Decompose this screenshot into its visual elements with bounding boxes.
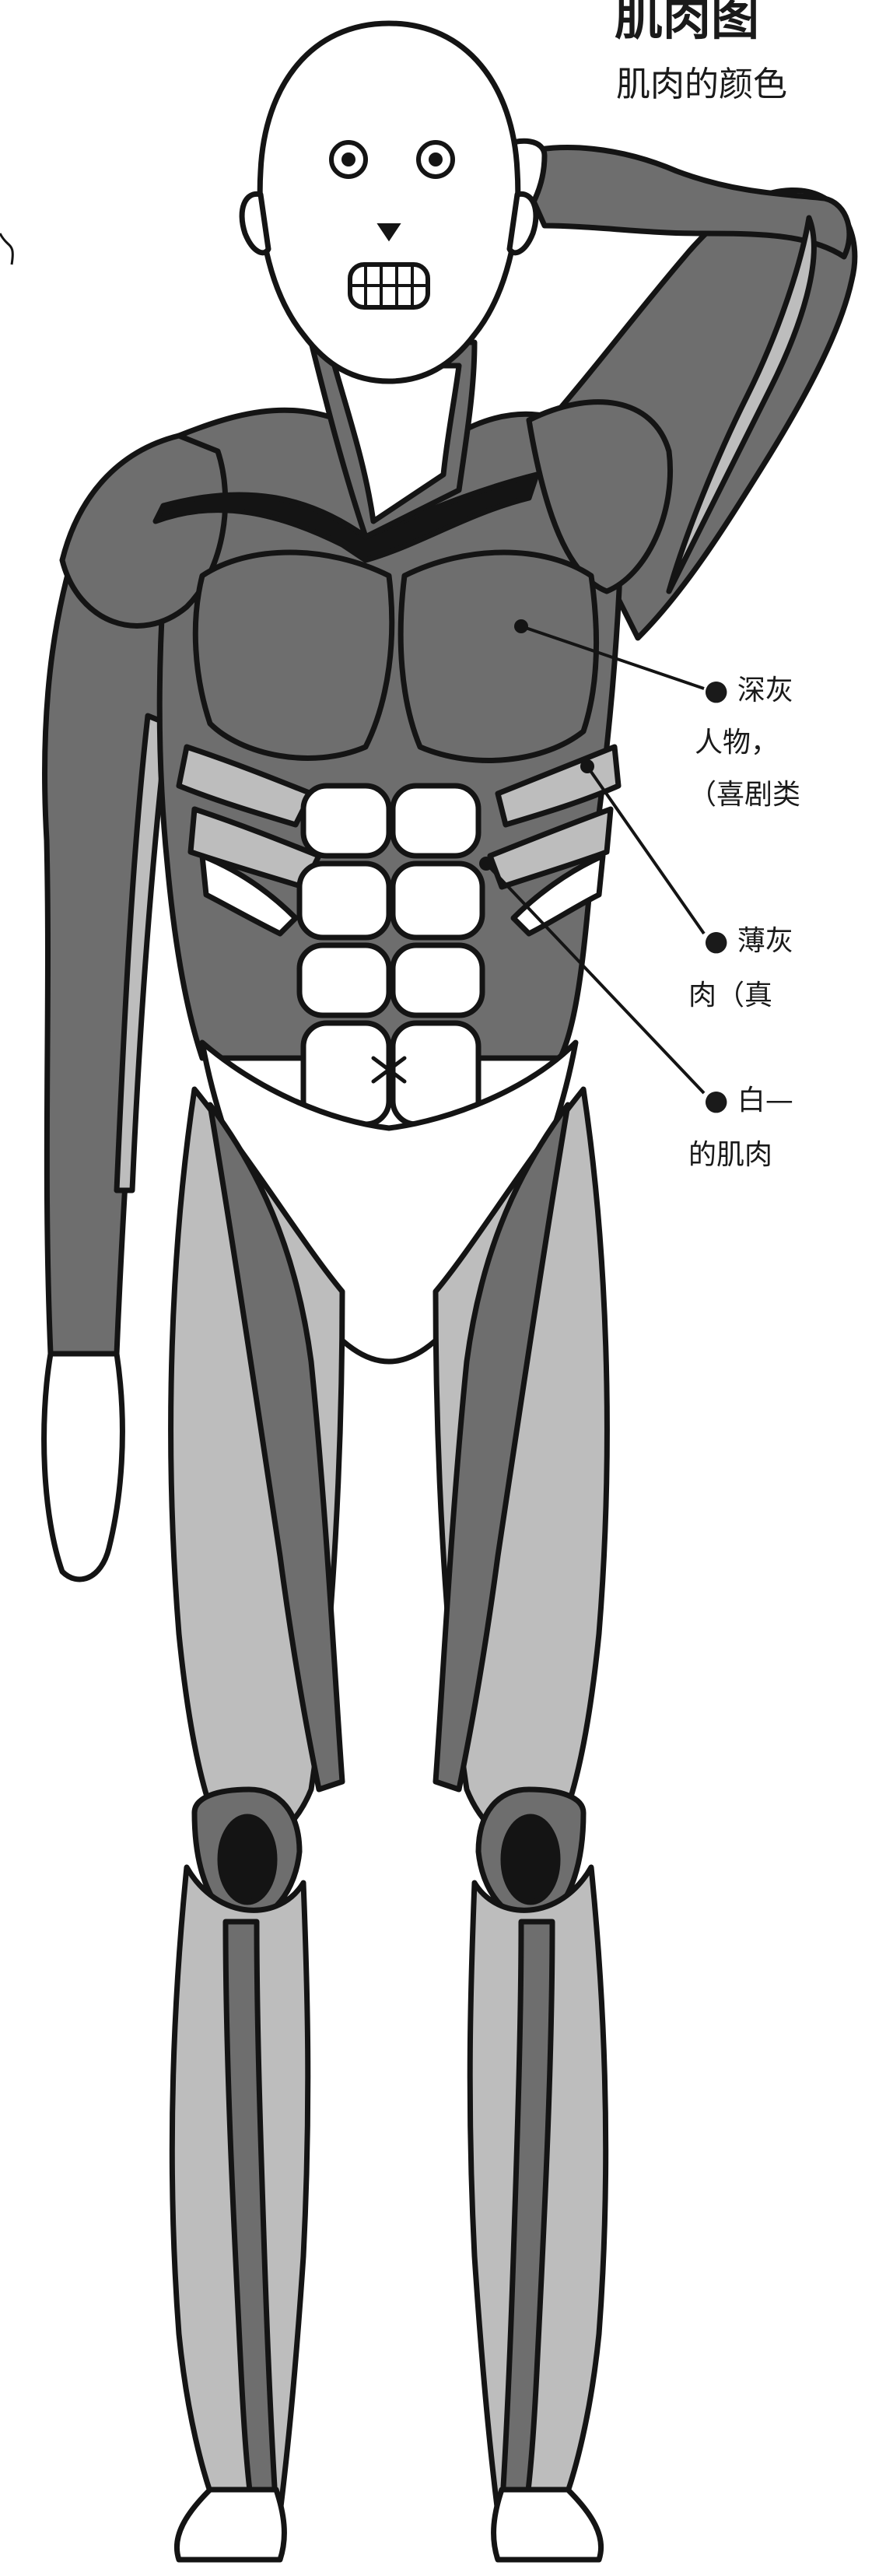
callout-dark-line-3: （喜剧类 [688, 772, 800, 812]
right-pupil [431, 155, 440, 164]
left-ear [242, 194, 268, 252]
abs-1-right [393, 786, 478, 856]
abs-2-right [393, 864, 482, 938]
abs-3-left [299, 945, 389, 1015]
right-kneecap [503, 1817, 558, 1902]
callout-dark-line-1: ● 深灰 [704, 668, 793, 708]
right-foot [494, 2490, 601, 2560]
callout-white-line-2: 的肌肉 [688, 1132, 772, 1172]
left-pectoral [195, 552, 391, 758]
abs-1-left [303, 786, 389, 856]
right-ear [510, 194, 536, 252]
callout-dark-line-2: 人物， [695, 720, 779, 760]
callout-light-line-1: ● 薄灰 [704, 918, 793, 959]
right-pectoral [401, 552, 596, 760]
title-line-2: 肌肉的颜色 [616, 56, 787, 106]
callout-light-line-2: 肉（真 [688, 973, 772, 1013]
left-foot [177, 2490, 284, 2560]
lowered-hand [44, 1354, 123, 1579]
callout-dot-dark [514, 619, 528, 633]
left-kneecap [220, 1817, 275, 1902]
scribble-mark [0, 233, 12, 265]
abs-3-right [393, 945, 482, 1015]
left-pupil [344, 155, 353, 164]
title-line-1: 肌肉图 [615, 0, 759, 48]
abs-2-left [299, 864, 389, 938]
callout-white-line-1: ● 白— [704, 1078, 793, 1118]
raised-arm-forearm [513, 148, 849, 257]
callout-dot-white [479, 857, 493, 871]
callout-dot-light [580, 759, 594, 773]
head [260, 23, 518, 381]
